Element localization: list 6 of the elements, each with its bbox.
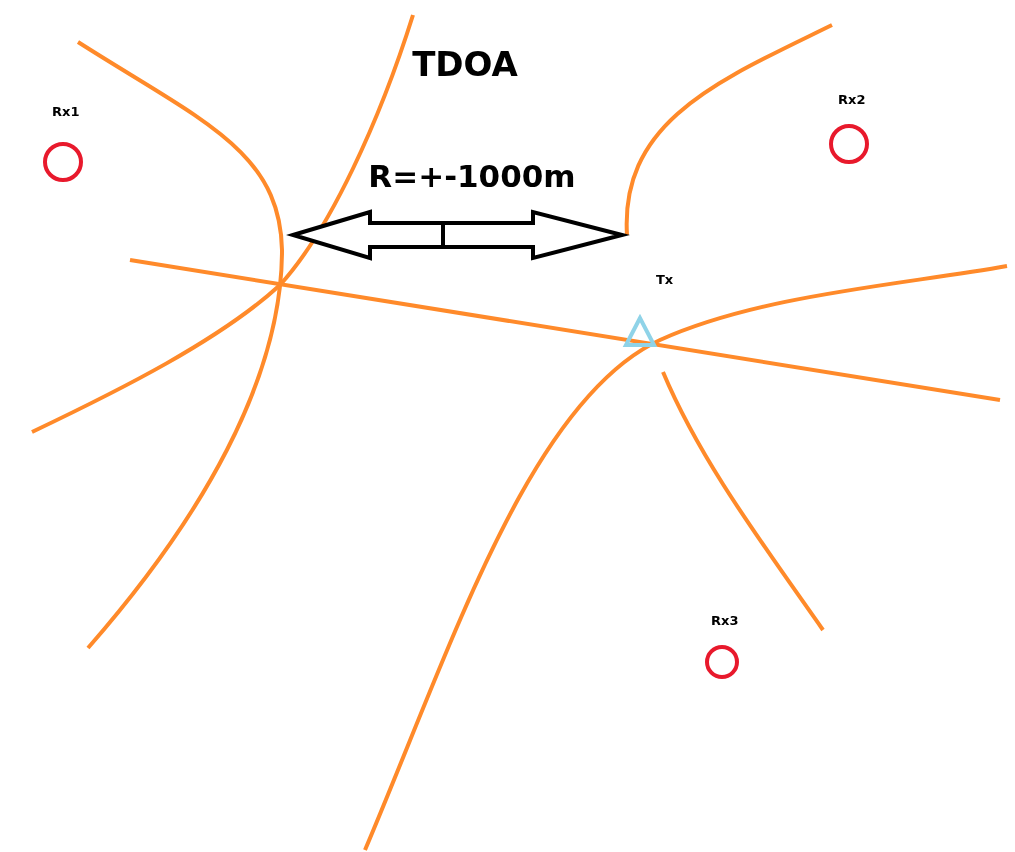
title-text: TDOA: [411, 44, 519, 84]
transmitter-label: Tx: [656, 272, 674, 287]
receiver-label: Rx3: [711, 613, 739, 628]
receiver-label: Rx2: [838, 92, 866, 107]
range-label: R=+-1000m: [367, 158, 577, 194]
receiver-label: Rx1: [52, 104, 80, 119]
